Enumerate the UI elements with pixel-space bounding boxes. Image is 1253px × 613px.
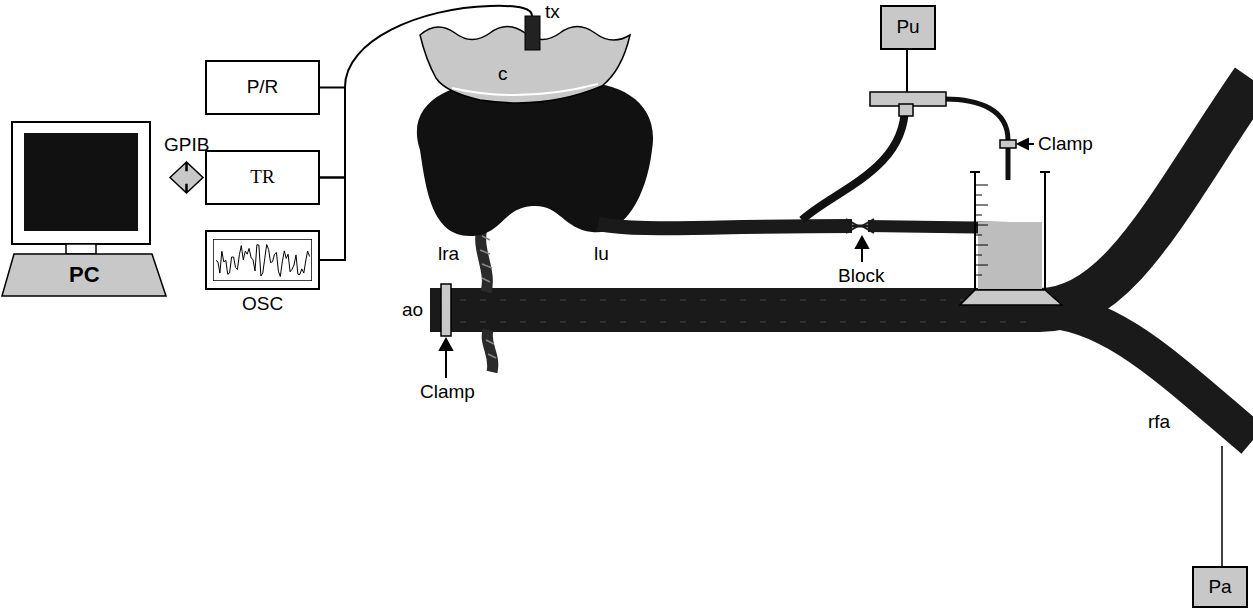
kidney [417,82,653,236]
bus-label: GPIB [164,135,209,156]
aorta-clamp [441,284,451,336]
part-label: lu [594,244,609,265]
tube [944,99,1008,180]
transducer [525,16,540,50]
node-text: TR [250,167,274,188]
node-text: PC [69,263,100,287]
pressure-line [1221,446,1223,566]
oscilloscope-screen [205,230,320,290]
node-text: Pa [1208,577,1231,598]
callout-label: Block [838,266,884,287]
tube-clamp [1000,140,1016,148]
pressure-line [906,50,908,93]
artery-texture [480,236,496,358]
connector [170,163,203,193]
pressure-gauge: Pu [880,5,936,50]
oscilloscope: OSC [205,230,320,322]
part-label: rfa [1148,412,1170,433]
callout-label: Clamp [420,382,475,403]
capsule-line [452,84,598,95]
part-label: tx [545,2,560,23]
transient-recorder: TR [205,150,320,205]
part-label: ao [402,300,423,321]
renal-artery [481,228,493,372]
computer: PC [0,120,168,300]
node-text: Pu [896,17,919,38]
tube [802,106,905,220]
t-connector [899,104,913,116]
leader-arrow [440,139,1034,378]
connector [320,88,345,178]
connector [320,178,345,261]
part-label: c [498,64,508,85]
part-label: lra [438,244,459,265]
graduated-cylinder [960,172,1062,305]
node-text: P/R [247,77,279,98]
pulser-receiver: P/R [205,60,320,115]
pressure-gauge: Pa [1192,566,1248,608]
waveform [213,239,312,281]
node-text: OSC [242,294,283,315]
callout-label: Clamp [1038,134,1093,155]
